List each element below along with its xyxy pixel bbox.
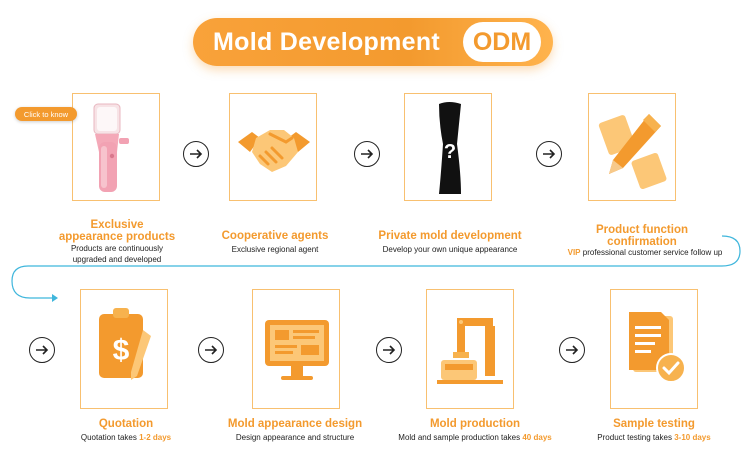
document-pencil-icon xyxy=(589,94,677,202)
odm-badge: ODM xyxy=(463,22,541,62)
step-desc-text: professional customer service follow up xyxy=(581,248,723,257)
step-desc-mold-production: Mold and sample production takes 40 days xyxy=(388,432,562,443)
step-desc-mold-design: Design appearance and structure xyxy=(208,432,382,443)
handshake-icon xyxy=(230,94,318,202)
click-to-know-button[interactable]: Click to know xyxy=(15,107,77,121)
step-desc-product-function: VIP professional customer service follow… xyxy=(560,247,730,258)
dollar-clipboard-icon: $ xyxy=(81,290,169,410)
step-desc-sample-testing: Product testing takes 3-10 days xyxy=(572,432,736,443)
duration-highlight: 3-10 days xyxy=(674,433,710,442)
question-mark: ? xyxy=(444,141,456,163)
arrow-right-icon xyxy=(354,141,380,167)
step-desc-text: Mold and sample production takes xyxy=(398,433,522,442)
step-desc-text: Product testing takes xyxy=(597,433,674,442)
arrow-right-icon xyxy=(559,337,585,363)
step-box-exclusive-products xyxy=(72,93,160,201)
document-check-icon xyxy=(611,290,699,410)
step-desc-text: Quotation takes xyxy=(81,433,139,442)
arrow-right-icon xyxy=(536,141,562,167)
step-desc-cooperative: Exclusive regional agent xyxy=(193,244,357,255)
step-box-mold-design xyxy=(252,289,340,409)
step-box-mold-production xyxy=(426,289,514,409)
title-banner: Mold Development ODM xyxy=(193,18,553,66)
step-box-sample-testing xyxy=(610,289,698,409)
step-title-line: Product function xyxy=(560,224,724,236)
step-desc-private-mold: Develop your own unique appearance xyxy=(366,244,534,255)
step-box-product-function xyxy=(588,93,676,201)
dollar-sign: $ xyxy=(113,334,130,367)
step-title-line: Exclusive xyxy=(35,219,199,231)
arrow-right-icon xyxy=(376,337,402,363)
arrow-right-icon xyxy=(29,337,55,363)
pink-humidifier-product xyxy=(73,94,161,202)
duration-highlight: 1-2 days xyxy=(139,433,171,442)
step-title-product-function: Product function confirmation xyxy=(560,224,724,248)
step-title-mold-design: Mold appearance design xyxy=(208,418,382,430)
step-desc-exclusive: Products are continuously upgraded and d… xyxy=(35,243,199,265)
step-title-mold-production: Mold production xyxy=(388,418,562,430)
step-desc-line: upgraded and developed xyxy=(35,254,199,265)
arrow-right-icon xyxy=(198,337,224,363)
step-title-exclusive: Exclusive appearance products xyxy=(35,219,199,243)
step-title-cooperative: Cooperative agents xyxy=(193,230,357,242)
vip-highlight: VIP xyxy=(568,248,581,257)
step-desc-line: Products are continuously xyxy=(35,243,199,254)
black-silhouette-question-icon: ? xyxy=(405,94,493,202)
banner-title: Mold Development xyxy=(213,28,440,57)
step-title-sample-testing: Sample testing xyxy=(572,418,736,430)
step-title-quotation: Quotation xyxy=(44,418,208,430)
step-title-private-mold: Private mold development xyxy=(366,230,534,242)
duration-highlight: 40 days xyxy=(522,433,551,442)
monitor-icon xyxy=(253,290,341,410)
arrow-right-icon xyxy=(183,141,209,167)
step-box-private-mold: ? xyxy=(404,93,492,201)
machine-icon xyxy=(427,290,515,410)
step-box-quotation: $ xyxy=(80,289,168,409)
step-box-cooperative-agents xyxy=(229,93,317,201)
step-desc-quotation: Quotation takes 1-2 days xyxy=(44,432,208,443)
step-title-line: appearance products xyxy=(35,231,199,243)
